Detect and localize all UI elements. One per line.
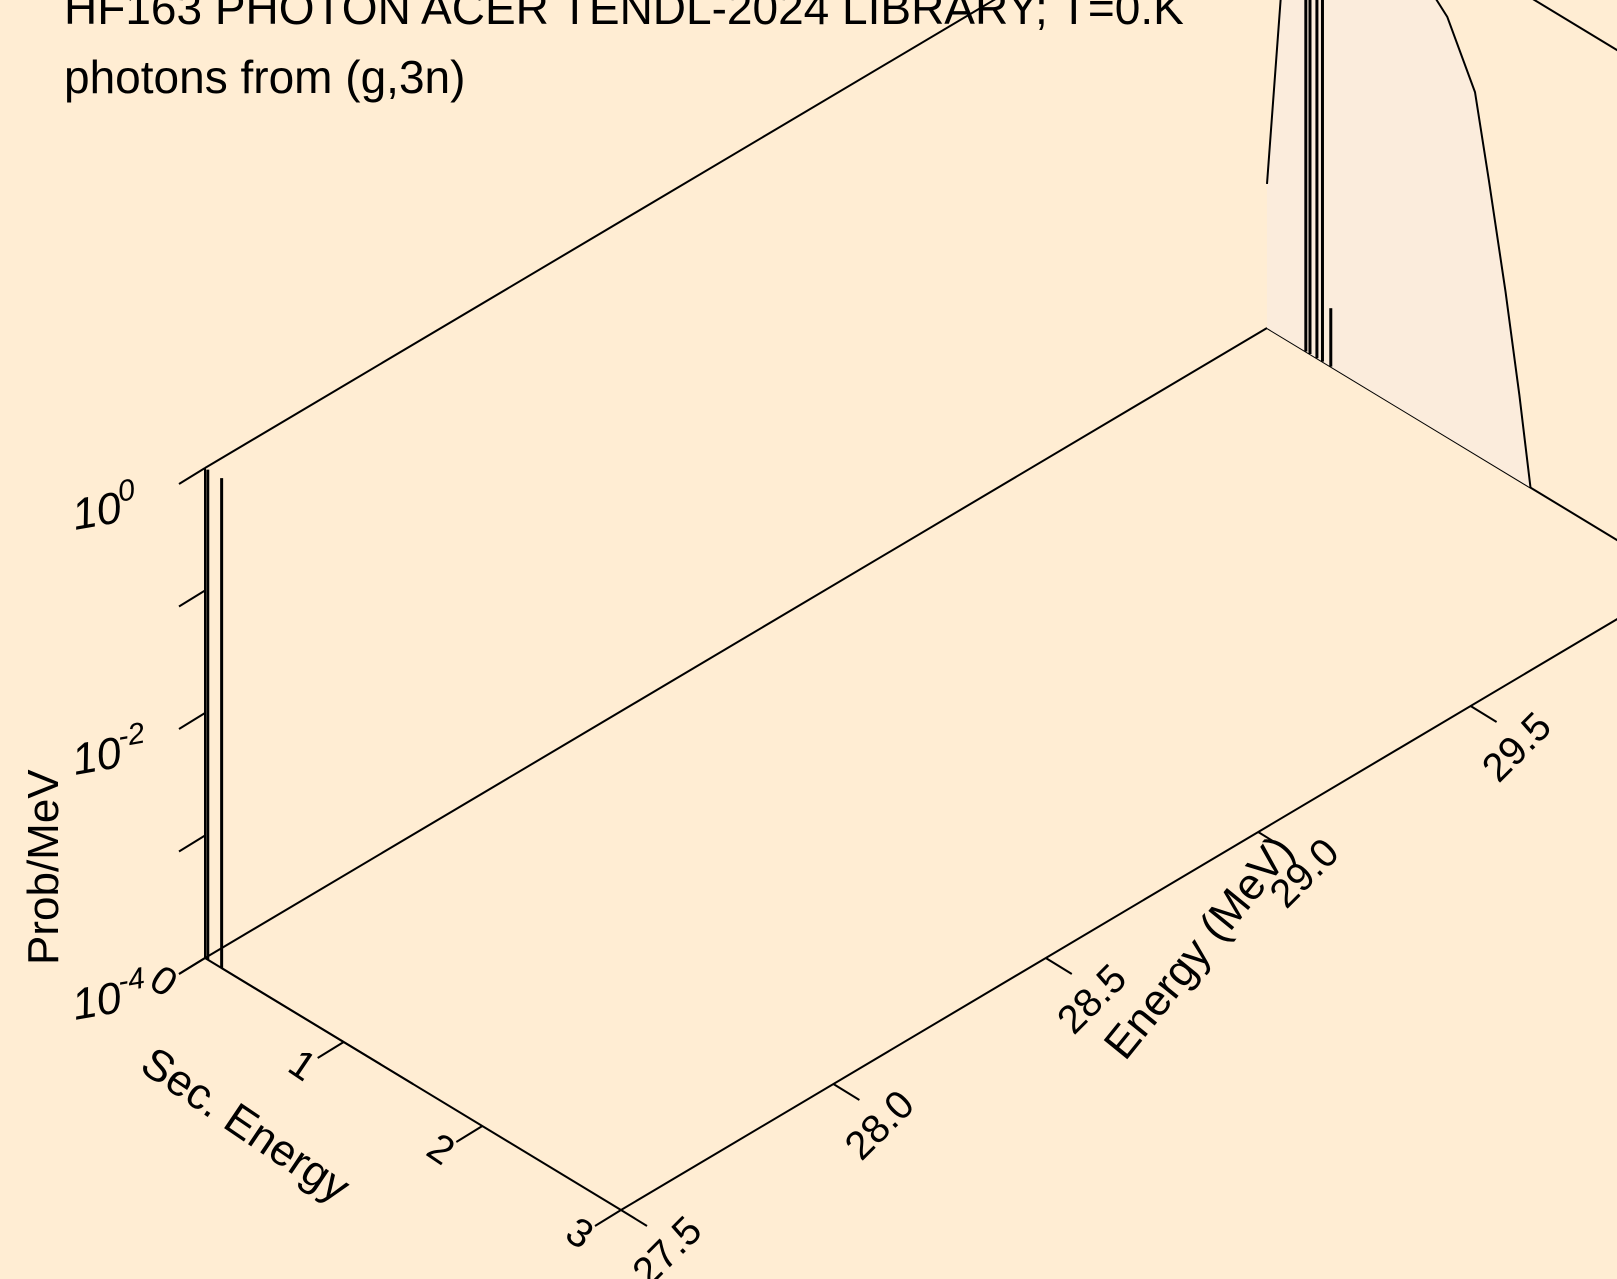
z-tick-mark [178, 589, 206, 608]
z-tick-label: 100 [67, 473, 142, 540]
frame-floor-right [1266, 327, 1617, 542]
y-tick-label: 2 [419, 1125, 462, 1174]
x-tick-mark [1470, 705, 1498, 723]
z-tick-base: 10 [68, 728, 125, 785]
x-tick-mark [1045, 957, 1073, 975]
plot-frame [204, 0, 1617, 1211]
z-tick-exponent: -4 [115, 962, 147, 999]
y-tick-label: 1 [281, 1041, 324, 1090]
frame-edge-back-top [204, 0, 996, 469]
y-tick-mark [594, 1209, 622, 1227]
continuum-fill [1267, 0, 1531, 488]
x-axis-ticks: 27.528.028.529.029.530.0 [620, 704, 1560, 1279]
slice-floor-line [221, 967, 414, 1085]
x-tick-mark [832, 1083, 860, 1101]
chart-title: HF163 PHOTON ACER TENDL-2024 LIBRARY; T=… [64, 0, 1184, 34]
y-tick-mark [317, 1041, 345, 1059]
z-tick-mark [178, 712, 206, 730]
continuum-curve [1266, 0, 1532, 488]
y-axis-label: Sec. Energy [132, 1038, 358, 1213]
z-tick-label: 10-4 [67, 962, 151, 1030]
z-tick-base: 10 [68, 973, 125, 1030]
z-tick-exponent: -2 [115, 717, 147, 754]
z-axis-label: Prob/MeV [19, 769, 68, 965]
y-tick-label: 0 [142, 957, 185, 1006]
y-tick-label: 3 [558, 1209, 601, 1258]
series-panel-30 [1266, 0, 1532, 488]
x-tick-mark [620, 1209, 648, 1227]
y-tick-mark [455, 1125, 483, 1143]
z-tick-label: 10-2 [67, 717, 152, 785]
z-tick-mark [178, 957, 206, 975]
z-tick-mark [178, 834, 206, 853]
chart-subtitle: photons from (g,3n) [64, 51, 465, 103]
z-tick-mark [178, 467, 206, 485]
x-tick-mark [1257, 831, 1285, 849]
z-tick-exponent: 0 [115, 473, 137, 508]
frame-floor-front [620, 617, 1617, 1211]
frame-edge-right-top [1532, 0, 1617, 52]
frame-floor-back [204, 327, 1268, 959]
z-tick-base: 10 [68, 483, 125, 540]
x-axis-label: Energy (MeV) [1095, 827, 1304, 1069]
series-panel-27.5 [206, 469, 414, 1085]
